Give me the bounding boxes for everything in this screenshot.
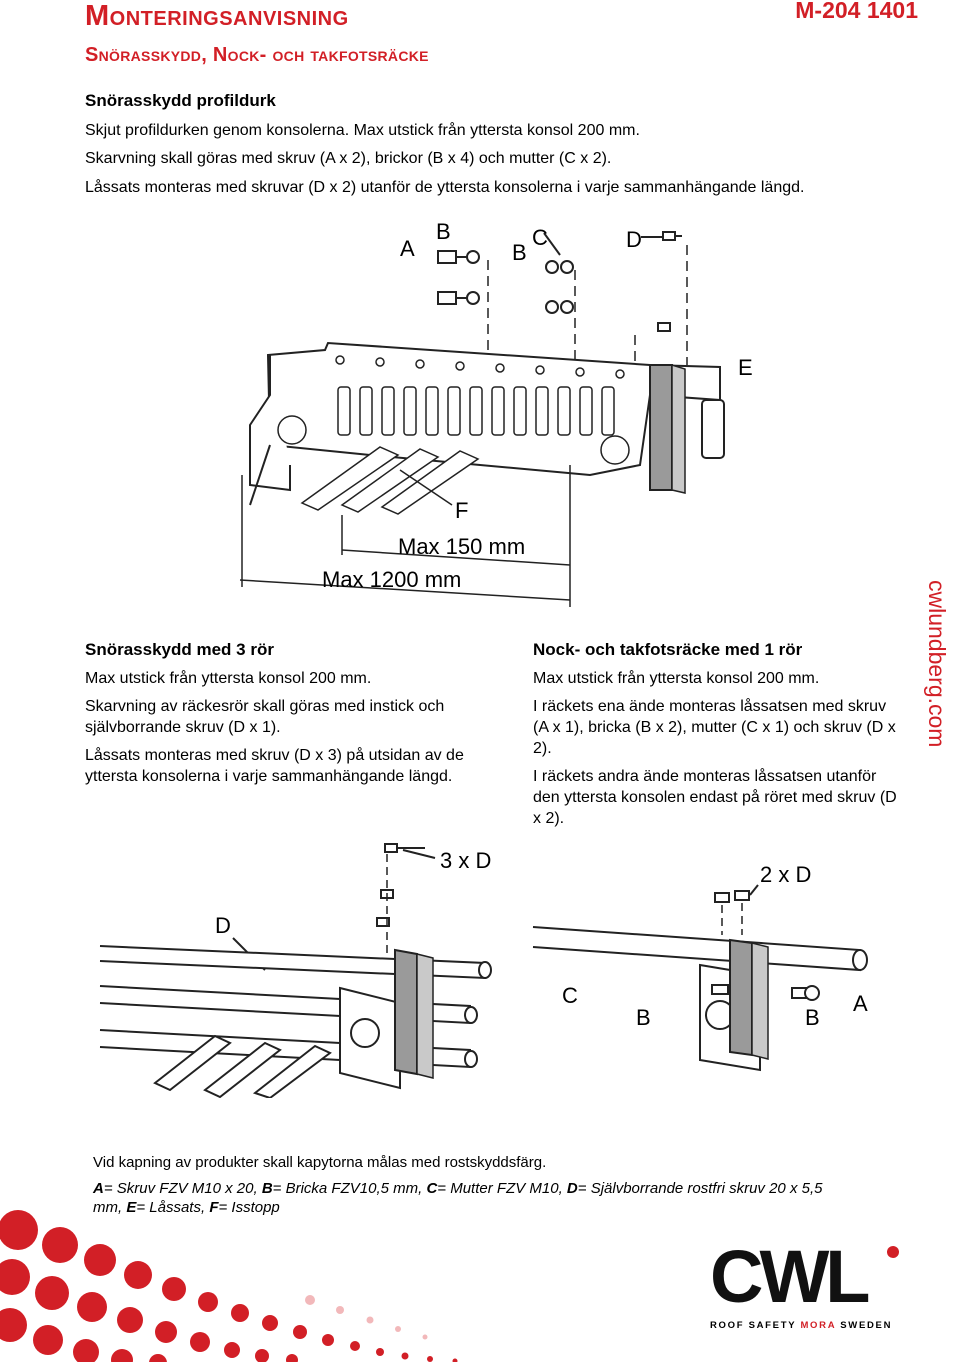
section-heading-3-ror: Snörasskydd med 3 rör	[85, 640, 274, 659]
legend-text-a: = Skruv FZV M10 x 20,	[103, 1180, 262, 1197]
legend-text-e: = Låssats,	[136, 1199, 210, 1216]
label-b-1: B	[636, 1005, 651, 1030]
label-c: C	[532, 225, 548, 250]
dimension-max-150: Max 150 mm	[398, 534, 525, 559]
label-a: A	[400, 236, 415, 261]
label-d: D	[626, 227, 642, 252]
cwl-logo: CWL ROOF SAFETY MORA SWEDEN	[710, 1235, 910, 1332]
label-f: F	[455, 498, 468, 523]
label-b-2: B	[805, 1005, 820, 1030]
label-a: A	[853, 991, 868, 1016]
page-subtitle: Snörasskydd, Nock- och takfotsräcke	[85, 44, 429, 66]
label-b-1: B	[436, 219, 451, 244]
legend-text-b: = Bricka FZV10,5 mm,	[272, 1180, 427, 1197]
section-heading-1-ror: Nock- och takfotsräcke med 1 rör	[533, 640, 803, 659]
document-number: M-204 1401	[795, 0, 918, 23]
section3-paragraph-3: I räckets andra ände monteras låssatsen …	[533, 768, 897, 827]
legend-key-b: B	[261, 1180, 273, 1197]
section2-paragraph-3: Låssats monteras med skruv (D x 3) på ut…	[85, 747, 464, 785]
section2-paragraph-1: Max utstick från yttersta konsol 200 mm.	[85, 670, 372, 687]
tagline-part-3: SWEDEN	[835, 1320, 893, 1331]
label-e: E	[738, 355, 753, 380]
page-title: Monteringsanvisning	[85, 0, 349, 32]
diagram-1-ror: 2 x D C B B A	[532, 862, 868, 1072]
section1-line-2: Skarvning skall göras med skruv (A x 2),…	[85, 150, 612, 167]
dimension-max-1200: Max 1200 mm	[322, 567, 461, 592]
footer-note: Vid kapning av produkter skall kapytorna…	[93, 1154, 547, 1171]
legend-key-f: F	[209, 1199, 219, 1216]
section-snorasskydd-3-ror: Snörasskydd med 3 rör Max utstick från y…	[85, 640, 485, 794]
label-3xd: 3 x D	[440, 848, 491, 873]
legend-key-c: C	[426, 1180, 438, 1197]
legend-text-d: = Självborrande rostfri skruv 20 x 5,5 m…	[93, 1180, 823, 1216]
label-2xd: 2 x D	[760, 862, 811, 887]
legend-key-d: D	[566, 1180, 578, 1197]
cwl-logo-mark: CWL	[710, 1235, 899, 1318]
diagram-3-ror: 3 x D D	[99, 843, 492, 1098]
website-text: cwlundberg.com	[924, 580, 950, 748]
parts-legend: A= Skruv FZV M10 x 20, B= Bricka FZV10,5…	[93, 1179, 853, 1217]
legend-text-f: = Isstopp	[218, 1199, 280, 1216]
diagram-profildurk: A B B C D E F Max 150 mm Max 1200 mm	[239, 219, 753, 607]
label-d: D	[215, 913, 231, 938]
decorative-dot-pattern	[0, 1210, 458, 1362]
logo-tagline: ROOF SAFETY MORA SWEDEN	[710, 1320, 910, 1331]
logo-wordmark: CWL	[710, 1242, 868, 1312]
logo-red-dot	[887, 1246, 899, 1258]
section3-paragraph-1: Max utstick från yttersta konsol 200 mm.	[533, 670, 820, 687]
section1-line-3: Låssats monteras med skruvar (D x 2) uta…	[85, 179, 805, 196]
section3-paragraph-2: I räckets ena ände monteras låssatsen me…	[533, 698, 896, 757]
website-vertical: cwlundberg.com	[918, 580, 958, 760]
label-b-2: B	[512, 240, 527, 265]
section2-paragraph-2: Skarvning av räckesrör skall göras med i…	[85, 698, 445, 736]
section1-line-1: Skjut profildurken genom konsolerna. Max…	[85, 122, 640, 139]
legend-text-c: = Mutter FZV M10,	[437, 1180, 567, 1197]
tagline-part-2: MORA	[800, 1320, 836, 1331]
legend-key-a: A	[93, 1180, 104, 1197]
legend-key-e: E	[126, 1199, 137, 1216]
section-heading-profildurk: Snörasskydd profildurk	[85, 91, 276, 110]
label-c: C	[562, 983, 578, 1008]
section-nock-takfotsracke: Nock- och takfotsräcke med 1 rör Max uts…	[533, 640, 903, 836]
tagline-part-1: ROOF SAFETY	[710, 1320, 801, 1331]
